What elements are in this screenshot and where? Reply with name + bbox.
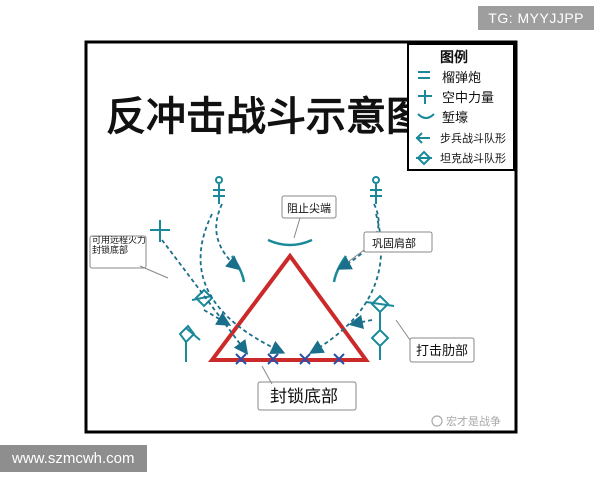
tank-legend-icon xyxy=(416,150,432,166)
legend: 图例 榴弹炮 空中力量 堑壕 步兵战斗队形 坦克战斗队形 xyxy=(407,43,515,171)
trench-legend-icon xyxy=(417,113,435,119)
legend-trench: 堑壕 xyxy=(442,110,468,126)
howitzer-right-icon xyxy=(370,176,382,204)
left-infantry-icon xyxy=(178,324,201,362)
attack-arrows xyxy=(161,203,383,355)
breakthrough-triangle xyxy=(208,252,370,362)
legend-tank: 坦克战斗队形 xyxy=(440,151,506,165)
credit-text: 宏才是战争 xyxy=(446,414,501,428)
credit: 宏才是战争 xyxy=(431,414,501,428)
legend-infantry: 步兵战斗队形 xyxy=(440,131,506,145)
airpower-icon xyxy=(150,220,170,242)
airpower-legend-icon xyxy=(418,90,432,104)
long-range-fire-label: 可用远程火力封锁底部 xyxy=(92,236,146,256)
diagram-title: 反冲击战斗示意图 xyxy=(106,94,426,140)
strike-flank-label: 打击肋部 xyxy=(416,344,468,359)
legend-howitzer: 榴弹炮 xyxy=(442,71,481,86)
callout-block-tip: 阻止尖端 xyxy=(281,195,337,239)
right-tank-icon xyxy=(365,294,395,314)
site-watermark: www.szmcwh.com xyxy=(0,445,147,472)
callout-secure-shoulder: 巩固肩部 xyxy=(347,231,433,263)
howitzer-left-icon xyxy=(213,176,225,204)
secure-shoulder-label: 巩固肩部 xyxy=(372,236,416,250)
right-infantry-icon xyxy=(370,312,390,360)
seal-base-label: 封锁底部 xyxy=(270,387,338,407)
credit-logo-icon xyxy=(431,415,443,427)
tip-trench xyxy=(267,238,313,247)
legend-airpower: 空中力量 xyxy=(442,91,494,106)
legend-heading: 图例 xyxy=(440,49,468,66)
callout-seal-base: 封锁底部 xyxy=(257,365,357,411)
legend-box xyxy=(407,43,515,171)
howitzer-legend-icon xyxy=(418,71,430,79)
infantry-legend-icon xyxy=(415,132,430,144)
callout-long-range-fire: 可用远程火力封锁底部 xyxy=(89,235,169,279)
base-crosses xyxy=(235,353,345,365)
telegram-watermark: TG: MYYJJPP xyxy=(478,6,594,30)
block-tip-label: 阻止尖端 xyxy=(287,202,331,215)
callout-strike-flank: 打击肋部 xyxy=(395,319,475,363)
